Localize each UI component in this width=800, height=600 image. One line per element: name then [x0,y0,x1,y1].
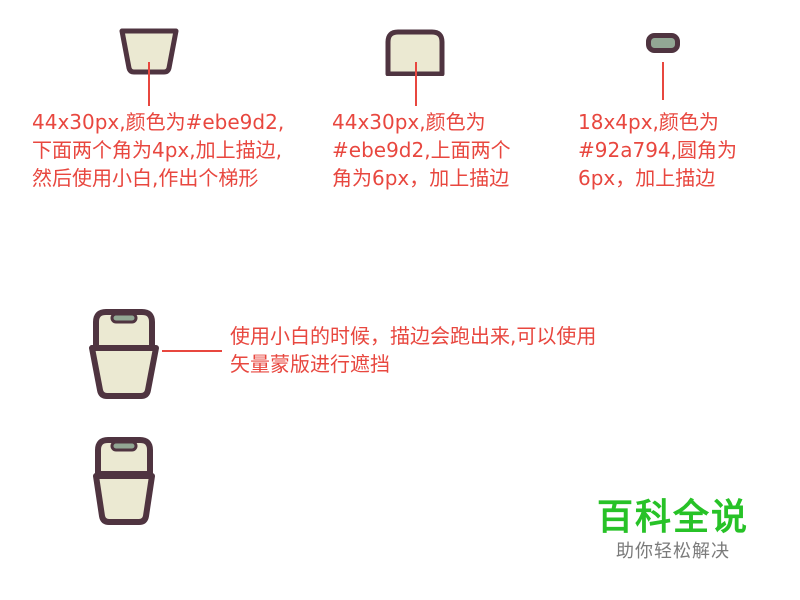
top-rounded-rect-shape [385,29,445,76]
pointer-line-trapezoid [148,62,150,106]
pointer-line-top-rounded [415,62,417,106]
annotation-trapezoid: 44x30px,颜色为#ebe9d2,下面两个角为4px,加上描边,然后使用小白… [32,110,285,190]
annotation-top-rounded: 44x30px,颜色为#ebe9d2,上面两个角为6px，加上描边 [332,110,511,190]
annotation-mask-tip: 使用小白的时候，描边会跑出来,可以使用矢量蒙版进行遮挡 [230,324,597,376]
pointer-line-mask-tip [162,350,222,352]
trapezoid-shape [119,28,179,75]
bin-icon-final [93,437,155,525]
brand-watermark: 百科全说 助你轻松解决 [588,496,758,564]
brand-subtitle: 助你轻松解决 [616,541,730,562]
annotation-small-rect: 18x4px,颜色为#92a794,圆角为6px，加上描边 [578,110,737,190]
bin-icon-unmasked [89,309,159,399]
brand-title: 百科全说 [596,497,749,538]
pointer-line-small-rect [662,62,664,100]
small-rounded-rect-shape [646,33,680,53]
